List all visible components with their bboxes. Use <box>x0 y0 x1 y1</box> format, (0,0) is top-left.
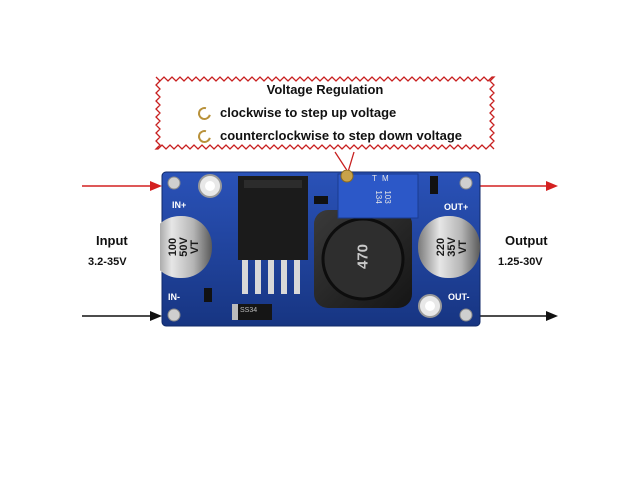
buck-converter-board: IN+ IN- OUT+ OUT- 100 50V VT 220 35V VT … <box>160 170 482 328</box>
zigzag-border <box>154 76 496 150</box>
voltage-regulation-callout: Voltage Regulation clockwise to step up … <box>152 73 498 153</box>
in-minus-label: IN- <box>168 292 180 302</box>
output-capacitor: 220 35V VT <box>434 237 469 257</box>
out-minus-label: OUT- <box>448 292 470 302</box>
callout-item-counterclockwise: counterclockwise to step down voltage <box>220 128 462 143</box>
input-range: 3.2-35V <box>88 256 127 268</box>
input-label: Input <box>96 233 128 248</box>
ground-output-arrow <box>478 311 558 321</box>
input-arrow <box>82 181 162 191</box>
in-plus-label: IN+ <box>172 200 187 210</box>
callout-title: Voltage Regulation <box>266 82 384 97</box>
input-capacitor: 100 50V VT <box>166 237 201 257</box>
diode-label: SS34 <box>240 307 258 314</box>
output-range: 1.25-30V <box>498 256 543 268</box>
callout-item-clockwise: clockwise to step up voltage <box>220 105 397 120</box>
inductor-label: 470 <box>354 243 372 270</box>
output-arrow <box>478 181 558 191</box>
output-label: Output <box>505 233 548 248</box>
ground-input-arrow <box>82 311 162 321</box>
pot-marking-t: T <box>372 174 377 183</box>
pot-marking-m: M <box>382 174 389 183</box>
out-plus-label: OUT+ <box>444 202 469 212</box>
